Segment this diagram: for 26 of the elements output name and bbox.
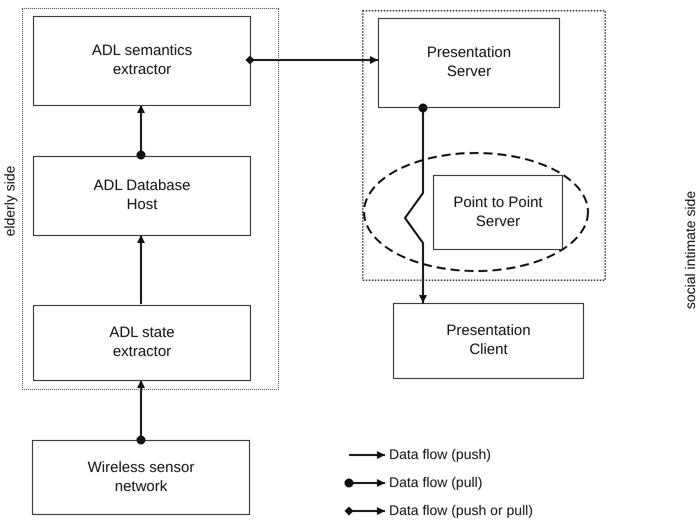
legend-label: Data flow (push or pull) <box>389 502 533 518</box>
box-label: Wireless sensor network <box>86 458 196 496</box>
arrow <box>404 104 428 303</box>
group-boundary <box>362 10 606 281</box>
process-box <box>393 303 584 379</box>
box-label: ADL Database Host <box>92 177 192 215</box>
group-label: elderly side <box>1 166 18 236</box>
process-box <box>33 156 251 236</box>
arrow <box>136 105 146 160</box>
box-label: Presentation Server <box>426 44 512 82</box>
box-label: ADL semantics extractor <box>90 42 194 80</box>
process-box <box>32 440 250 515</box>
process-box <box>378 18 560 108</box>
legend-label: Data flow (pull) <box>389 474 482 490</box>
side-label: social intimate side <box>682 190 698 310</box>
process-box <box>33 16 251 106</box>
box-label: ADL state extractor <box>108 324 176 362</box>
process-box <box>433 175 563 250</box>
legend-label: Data flow (push) <box>389 446 491 462</box>
box-label: Point to Point Server <box>452 194 544 232</box>
arrow <box>246 56 378 64</box>
arrow <box>137 235 145 304</box>
process-box <box>33 305 251 381</box>
arrow <box>136 380 146 444</box>
box-label: Presentation Client <box>445 322 532 360</box>
dashed-ellipse <box>363 152 589 272</box>
